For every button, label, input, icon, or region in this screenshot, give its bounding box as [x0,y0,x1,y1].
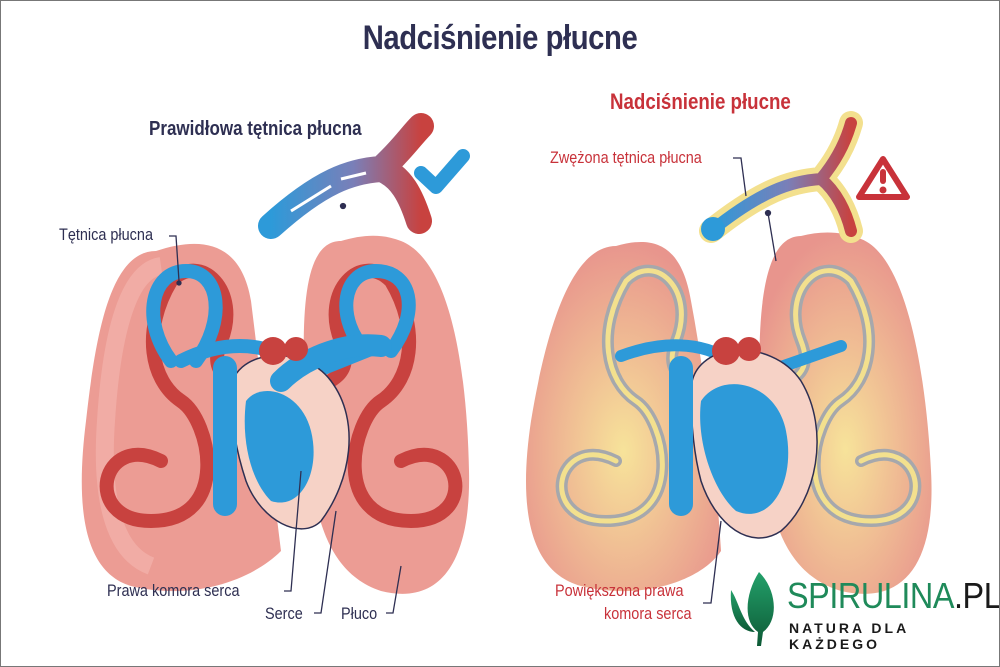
label-lung: Płuco [341,604,378,623]
label-right-ventricle: Prawa komora serca [107,581,240,600]
page-title: Nadciśnienie płucne [362,19,638,57]
checkmark-icon [414,149,470,194]
logo-tagline: NATURA DLA KAŻDEGO [789,620,909,652]
label-pulmonary-artery: Tętnica płucna [59,225,153,244]
normal-artery-heading: Prawidłowa tętnica płucna [149,118,362,140]
logo-suffix: .PL [954,575,1000,616]
normal-artery-icon [258,113,434,239]
right-lungs-hypertension [526,232,932,594]
label-heart: Serce [265,604,303,623]
label-narrowed-artery: Zwężona tętnica płucna [550,148,702,167]
logo-name: SPIRULINA [787,575,955,616]
label-enlarged-ventricle-2: komora serca [604,604,692,623]
hypertension-heading: Nadciśnienie płucne [610,89,791,114]
spirulina-logo: SPIRULINA.PL NATURA DLA KAŻDEGO [725,566,999,652]
leader-lines [169,157,777,614]
narrowed-artery-icon [699,111,863,243]
label-enlarged-ventricle-1: Powiększona prawa [555,581,684,600]
left-lungs-normal [81,235,470,594]
warning-icon [856,156,910,200]
leaf-icon [730,572,774,646]
